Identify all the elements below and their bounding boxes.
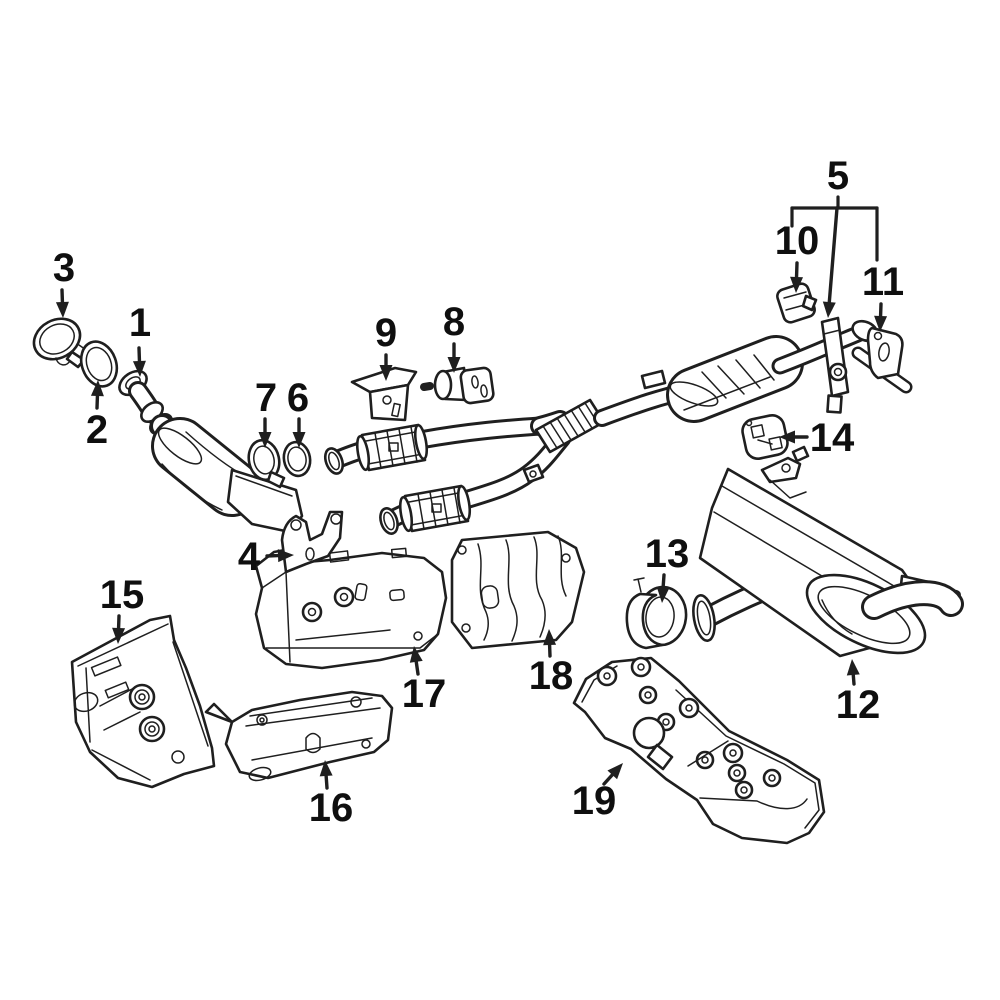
part-3-clamp[interactable] (27, 311, 90, 369)
callout-15-arrow (112, 614, 126, 644)
callout-5-arrow (822, 206, 839, 318)
part-19-heat-shield[interactable] (572, 656, 826, 845)
callout-7-arrow (258, 417, 272, 448)
callout-4-arrow (265, 549, 294, 563)
flex-coupling-lower (398, 484, 472, 533)
part-6-gasket[interactable] (281, 440, 313, 478)
part-10-rubber-mount[interactable] (776, 282, 818, 324)
flex-coupling-upper (355, 423, 429, 472)
part-4-bracket[interactable] (280, 510, 344, 574)
callout-19-arrow (602, 763, 623, 786)
callout-11-arrow (874, 302, 888, 332)
callout-16-label[interactable]: 16 (309, 786, 354, 830)
callout-19-label[interactable]: 19 (572, 779, 617, 823)
part-17-heat-shield[interactable] (254, 546, 448, 670)
callout-4-label[interactable]: 4 (238, 535, 261, 579)
callout-16-arrow (319, 760, 333, 790)
callout-3-arrow (55, 288, 69, 318)
part-1-catalytic-converter[interactable] (115, 366, 304, 542)
callout-13-label[interactable]: 13 (645, 532, 690, 576)
pipe-hanger-bracket (820, 316, 850, 414)
callout-14-arrow (779, 430, 809, 444)
callout-12-label[interactable]: 12 (836, 683, 881, 727)
callout-17-label[interactable]: 17 (402, 672, 447, 716)
callout-2-label[interactable]: 2 (86, 408, 108, 452)
part-13-band-clamp[interactable] (625, 577, 689, 650)
callout-8-label[interactable]: 8 (443, 300, 465, 344)
part-14-rubber-mount[interactable] (740, 413, 789, 461)
callout-9-label[interactable]: 9 (375, 311, 397, 355)
callout-6-arrow (292, 417, 306, 448)
front-pipe-assembly[interactable] (322, 316, 881, 535)
callout-5-bracket-lines (790, 195, 879, 262)
callout-7-label[interactable]: 7 (255, 376, 277, 420)
callout-14-label[interactable]: 14 (810, 416, 855, 460)
callout-5-label[interactable]: 5 (827, 154, 849, 198)
part-16-heat-shield[interactable] (204, 690, 394, 783)
part-11-hanger-bracket[interactable] (851, 326, 913, 394)
callout-1-arrow (132, 346, 146, 377)
callout-18-arrow (543, 629, 557, 658)
callout-9-arrow (379, 353, 393, 381)
part-18-heat-shield[interactable] (450, 530, 586, 650)
callout-11-label[interactable]: 11 (862, 260, 904, 304)
callout-18-label[interactable]: 18 (529, 654, 574, 698)
part-12-muffler[interactable] (690, 445, 964, 669)
resonator-body (666, 335, 804, 423)
callout-12-arrow (846, 659, 860, 686)
part-7-clamp[interactable] (245, 437, 286, 489)
callout-1-label[interactable]: 1 (129, 301, 151, 345)
callout-10-label[interactable]: 10 (775, 219, 820, 263)
callout-3-label[interactable]: 3 (53, 246, 75, 290)
callout-13-arrow (656, 573, 670, 603)
callout-17-arrow (409, 646, 423, 676)
part-2-gasket[interactable] (75, 337, 123, 392)
callout-6-label[interactable]: 6 (287, 376, 309, 420)
flex-bellows (534, 398, 606, 454)
part-8-isolator[interactable] (420, 366, 495, 405)
callout-2-arrow (90, 380, 104, 410)
part-15-heat-shield[interactable] (70, 614, 216, 789)
callout-10-arrow (790, 261, 804, 293)
callout-8-arrow (447, 342, 461, 373)
callout-15-label[interactable]: 15 (100, 573, 145, 617)
